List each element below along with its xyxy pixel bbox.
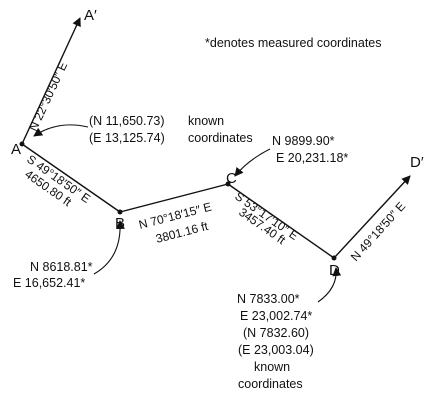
b-callout-arrow [93, 220, 125, 275]
label-d: D [329, 262, 340, 279]
d-callout-arrow [317, 267, 342, 303]
c-east-coordinate: E 20,231.18* [276, 151, 348, 165]
station-c-point [225, 181, 231, 187]
b-east-coordinate: E 16,652.41* [13, 276, 85, 290]
d-north-known: (N 7832.60) [243, 326, 309, 340]
c-callout-arrow [234, 148, 271, 177]
d-coordinates-label: coordinates [238, 377, 303, 391]
line-a-b [21, 143, 121, 213]
station-d-point [331, 255, 337, 261]
measured-coordinates-note: *denotes measured coordinates [205, 36, 382, 50]
a-callout-arrow [33, 124, 89, 137]
d-east-measured: E 23,002.74* [240, 309, 312, 323]
line-a-aprime [21, 17, 81, 145]
station-a-point [19, 141, 25, 147]
c-north-coordinate: N 9899.90* [272, 134, 335, 148]
station-b-point [117, 209, 123, 215]
label-a-prime: A′ [84, 7, 97, 24]
line-d-dprime [333, 175, 411, 259]
a-north-coordinate: (N 11,650.73) [89, 114, 165, 128]
d-north-measured: N 7833.00* [237, 292, 300, 306]
label-a: A [11, 141, 21, 158]
label-d-prime: D′ [410, 154, 424, 171]
a-coordinates-label: coordinates [188, 131, 253, 145]
b-north-coordinate: N 8618.81* [30, 260, 93, 274]
d-known-label: known [254, 360, 290, 374]
line-b-c [119, 183, 229, 213]
label-c: C [226, 170, 237, 187]
d-east-known: (E 23,003.04) [238, 343, 314, 357]
a-known-label: known [188, 114, 224, 128]
bearing-d-dprime: N 49°18′50″ E [348, 199, 408, 264]
bearing-a-aprime: N 22°30′50″ E [26, 60, 70, 134]
line-c-d [227, 183, 335, 259]
a-east-coordinate: (E 13,125.74) [89, 131, 165, 145]
